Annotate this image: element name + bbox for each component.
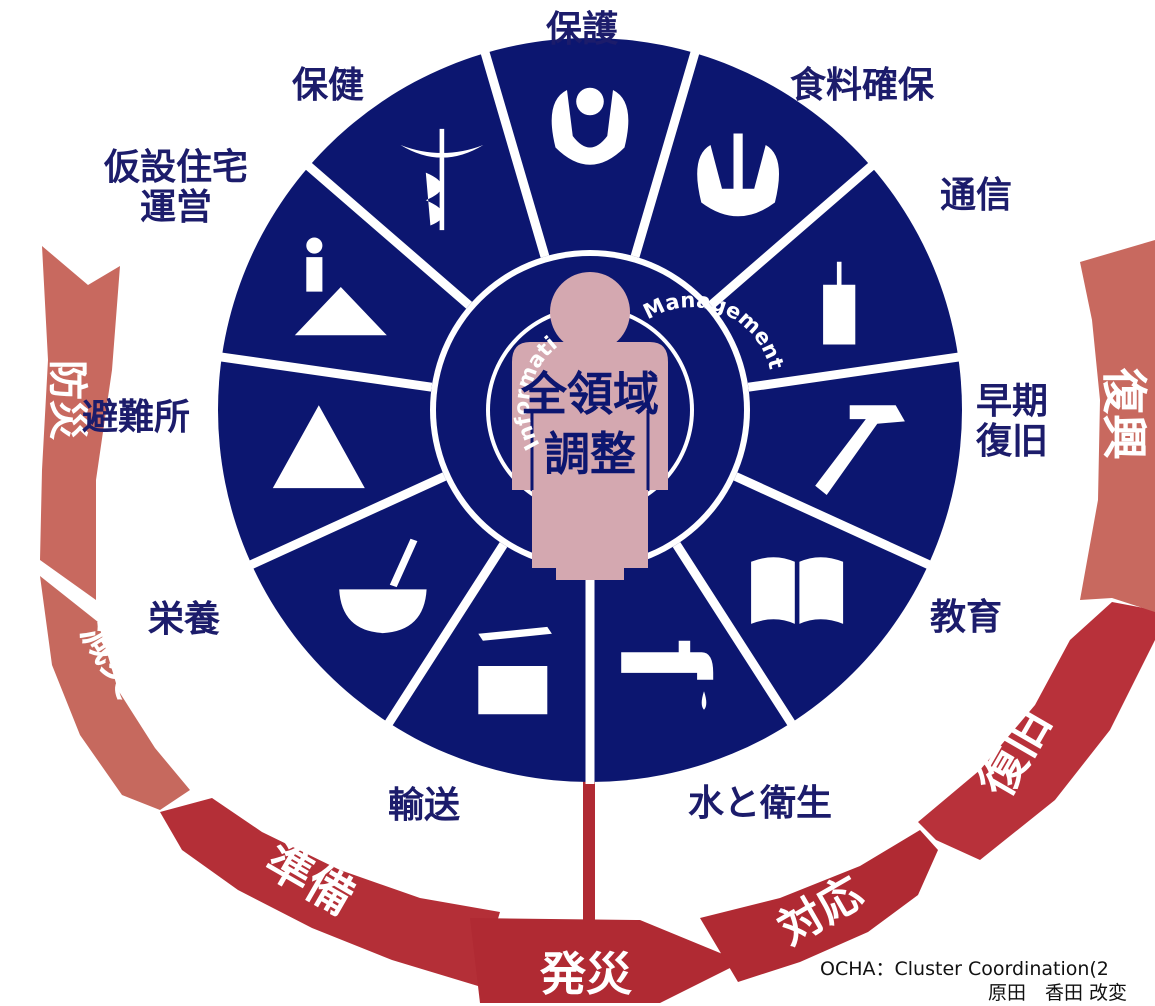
wheel-divider	[733, 472, 933, 570]
mitigation-arrow	[40, 576, 190, 810]
tent-icon	[272, 405, 365, 489]
truck-plane-icon	[478, 626, 552, 715]
caduceus-icon	[400, 128, 484, 231]
radio-phone-icon	[823, 261, 856, 345]
cluster-label-education: 教育	[930, 597, 1003, 638]
bowl-wheat-icon	[339, 538, 427, 634]
cycle-label-onset: 発災	[540, 947, 632, 1001]
onset-arrow	[470, 918, 742, 1003]
wheel-divider	[480, 49, 550, 258]
cluster-label-logistics: 輸送	[388, 785, 461, 826]
reconstruction-arrow	[1080, 240, 1155, 612]
cluster-label-wash: 水と衛生	[688, 783, 833, 824]
water-tap-icon	[621, 640, 714, 710]
wheel-divider	[707, 161, 876, 309]
recovery-arrow	[918, 602, 1155, 860]
prevention-arrow	[40, 246, 120, 600]
cluster-label-shelter: 避難所	[82, 397, 191, 438]
wheel-divider	[747, 352, 961, 392]
source-line1: OCHA：Cluster Coordination(2	[820, 958, 1109, 980]
wheel-divider	[304, 161, 473, 309]
cluster-label-telecom: 通信	[940, 175, 1013, 216]
center-text-line1: 全領域	[520, 367, 659, 421]
hands-holding-person-icon	[551, 87, 629, 165]
cluster-label-protection: 保護	[546, 9, 619, 50]
cycle-label-prevention: 防災	[44, 360, 90, 440]
cycle-label-reconstruction: 復興	[1097, 367, 1151, 460]
wheel-divider	[247, 472, 447, 570]
open-book-icon	[751, 557, 844, 624]
source-citation: OCHA：Cluster Coordination(2 原田 香田 改変	[820, 958, 1127, 1006]
center-text-line2: 調整	[544, 427, 636, 481]
disaster-cycle-arrows	[40, 240, 1155, 1003]
camp-person-icon	[294, 237, 387, 336]
cluster-label-food-security: 食料確保	[790, 65, 935, 106]
wheel-divider	[384, 542, 508, 728]
hammer-icon	[815, 405, 905, 495]
cluster-label-nutrition: 栄養	[148, 599, 221, 640]
person-arm-lines	[530, 410, 650, 490]
hands-holding-wheat-icon	[697, 133, 780, 217]
response-arrow	[700, 830, 938, 982]
person-figure	[512, 272, 668, 580]
wheel-divider	[672, 542, 796, 728]
source-line2: 原田 香田 改変	[988, 981, 1128, 1004]
cluster-label-early-recovery: 早期 復旧	[976, 381, 1049, 463]
cluster-label-health: 保健	[292, 65, 365, 106]
wheel-divider	[630, 49, 700, 258]
wheel-divider	[219, 352, 433, 392]
preparedness-arrow	[160, 798, 500, 986]
cluster-label-camp-management: 仮設住宅 運営	[104, 147, 249, 229]
